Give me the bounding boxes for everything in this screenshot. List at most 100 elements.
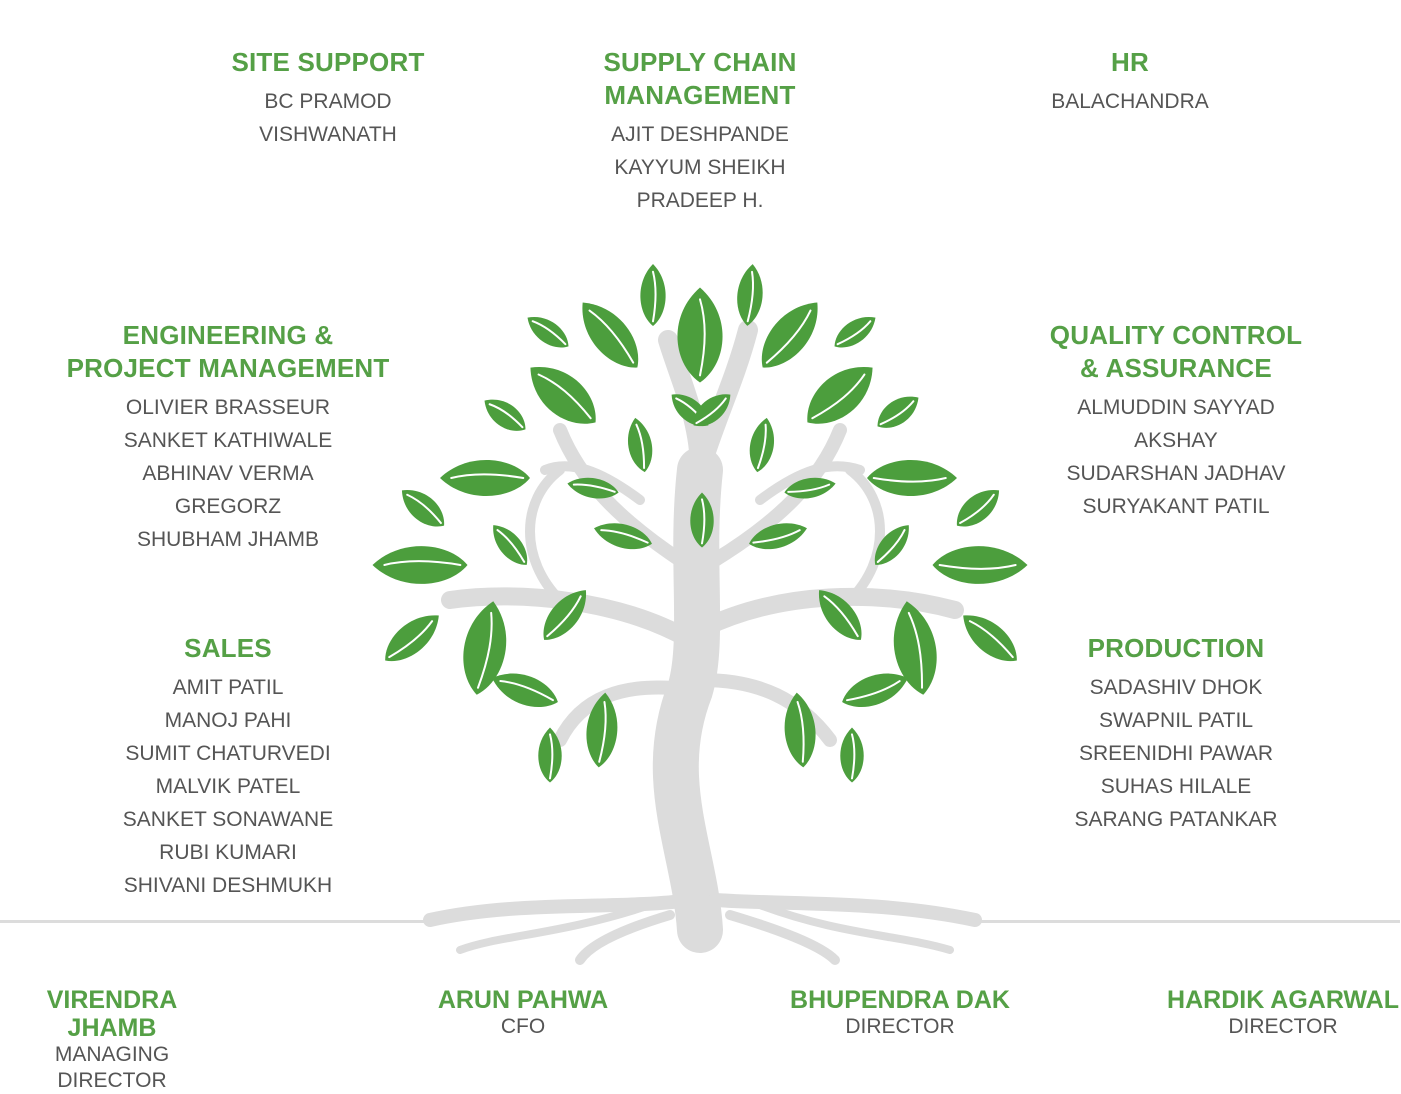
leaf-shape [877, 396, 919, 428]
member-name: MALVIK PATEL [155, 775, 301, 798]
leaf-shape [963, 615, 1017, 662]
leaf-shape [586, 692, 618, 768]
dept-title-line: & ASSURANCE [1080, 353, 1272, 383]
dept-title-line: ENGINEERING & [122, 320, 334, 350]
member-name: SANKET SONAWANE [122, 808, 334, 831]
leaf-shape [819, 590, 862, 640]
leaf-shape [893, 601, 937, 695]
leaf-shape [749, 417, 774, 473]
member-list: AMIT PATIL MANOJ PAHI SUMIT CHATURVEDI M… [78, 671, 378, 902]
exec-bhupendra-dak: BHUPENDRA DAK DIRECTOR [770, 986, 1030, 1040]
leaf-shape [582, 302, 639, 368]
leaf-shape [640, 264, 666, 326]
member-name: SUDARSHAN JADHAV [1066, 462, 1286, 485]
member-name: AMIT PATIL [172, 676, 284, 699]
member-name: BALACHANDRA [1051, 90, 1209, 113]
exec-name: HARDIK AGARWAL [1167, 986, 1399, 1014]
member-name: MANOJ PAHI [164, 709, 292, 732]
member-name: SANKET KATHIWALE [123, 429, 333, 452]
leaf-shape [932, 546, 1028, 584]
dept-title-line: QUALITY CONTROL [1049, 320, 1303, 350]
leaf-shape [749, 523, 807, 550]
member-list: OLIVIER BRASSEUR SANKET KATHIWALE ABHINA… [58, 391, 398, 556]
dept-title: PRODUCTION [1087, 633, 1265, 663]
leaf-shape [401, 490, 445, 527]
leaf-shape [538, 727, 562, 783]
dept-title: HR [1111, 47, 1149, 77]
leaf-shape [440, 460, 530, 496]
member-name: PRADEEP H. [636, 189, 764, 212]
leaf-shape [690, 492, 714, 548]
ground-line-left [0, 920, 425, 923]
dept-hr: HR BALACHANDRA [980, 46, 1280, 118]
leaf-shape [807, 367, 873, 424]
exec-virendra-jhamb: VIRENDRA JHAMB MANAGING DIRECTOR [0, 986, 224, 1094]
leaf-shape [840, 727, 864, 783]
member-name: ALMUDDIN SAYYAD [1077, 396, 1275, 419]
leaf-shape [737, 264, 763, 326]
exec-hardik-agarwal: HARDIK AGARWAL DIRECTOR [1165, 986, 1401, 1040]
member-name: VISHWANATH [259, 123, 397, 146]
leaf-shape [372, 546, 468, 584]
leaf-shape [867, 460, 957, 496]
dept-title: SITE SUPPORT [231, 47, 425, 77]
member-name: SWAPNIL PATIL [1098, 709, 1254, 732]
dept-site-support: SITE SUPPORT BC PRAMOD VISHWANATH [178, 46, 478, 151]
member-name: BC PRAMOD [264, 90, 392, 113]
leaf-shape [834, 317, 876, 348]
member-name: AKSHAY [1134, 429, 1218, 452]
leaf-shape [567, 477, 619, 499]
member-name: SUMIT CHATURVEDI [125, 742, 331, 765]
exec-name: BHUPENDRA DAK [790, 986, 1010, 1014]
member-list: BC PRAMOD VISHWANATH [178, 85, 478, 151]
dept-quality: QUALITY CONTROL& ASSURANCE ALMUDDIN SAYY… [1026, 319, 1326, 523]
leaf-shape [693, 394, 731, 427]
member-name: OLIVIER BRASSEUR [125, 396, 331, 419]
dept-title-line: SUPPLY CHAIN [603, 47, 797, 77]
leaf-shape [543, 590, 586, 640]
leaf-shape [677, 287, 723, 383]
ground-line-right [980, 920, 1400, 923]
member-list: ALMUDDIN SAYYAD AKSHAY SUDARSHAN JADHAV … [1026, 391, 1326, 523]
member-name: SURYAKANT PATIL [1082, 495, 1270, 518]
member-name: RUBI KUMARI [159, 841, 297, 864]
leaf-shape [784, 692, 816, 768]
exec-name: VIRENDRA JHAMB [46, 986, 178, 1042]
leaf-shape [385, 615, 439, 662]
leaf-shape [493, 525, 528, 565]
exec-role: DIRECTOR [1228, 1015, 1338, 1038]
member-name: SREENIDHI PAWAR [1078, 742, 1274, 765]
dept-title-line: MANAGEMENT [604, 80, 796, 110]
member-list: SADASHIV DHOK SWAPNIL PATIL SREENIDHI PA… [1026, 671, 1326, 836]
leaf-shape [594, 523, 652, 550]
dept-sales: SALES AMIT PATIL MANOJ PAHI SUMIT CHATUR… [78, 632, 378, 902]
member-list: AJIT DESHPANDE KAYYUM SHEIKH PRADEEP H. [550, 118, 850, 217]
dept-title: ENGINEERING &PROJECT MANAGEMENT [58, 319, 398, 385]
dept-production: PRODUCTION SADASHIV DHOK SWAPNIL PATIL S… [1026, 632, 1326, 836]
leaf-shape [530, 367, 596, 424]
leaf-shape [842, 673, 908, 708]
member-name: SHIVANI DESHMUKH [123, 874, 333, 897]
leaf-shape [761, 302, 818, 368]
member-name: ABHINAV VERMA [142, 462, 314, 485]
exec-role: MANAGING DIRECTOR [54, 1043, 170, 1092]
exec-arun-pahwa: ARUN PAHWA CFO [403, 986, 643, 1040]
leaf-shape [628, 417, 653, 473]
member-name: GREGORZ [174, 495, 282, 518]
leaf-shape [527, 317, 569, 348]
member-name: KAYYUM SHEIKH [614, 156, 786, 179]
member-name: AJIT DESHPANDE [611, 123, 789, 146]
leaf-shape [874, 525, 909, 565]
member-name: SUHAS HILALE [1100, 775, 1252, 798]
leaf-shape [956, 490, 1000, 527]
leaf-shape [784, 477, 836, 499]
dept-title: QUALITY CONTROL& ASSURANCE [1026, 319, 1326, 385]
dept-title-line: PROJECT MANAGEMENT [66, 353, 390, 383]
exec-role: CFO [500, 1015, 546, 1038]
member-name: SARANG PATANKAR [1074, 808, 1278, 831]
leaf-shape [492, 673, 558, 708]
dept-title: SALES [184, 633, 272, 663]
